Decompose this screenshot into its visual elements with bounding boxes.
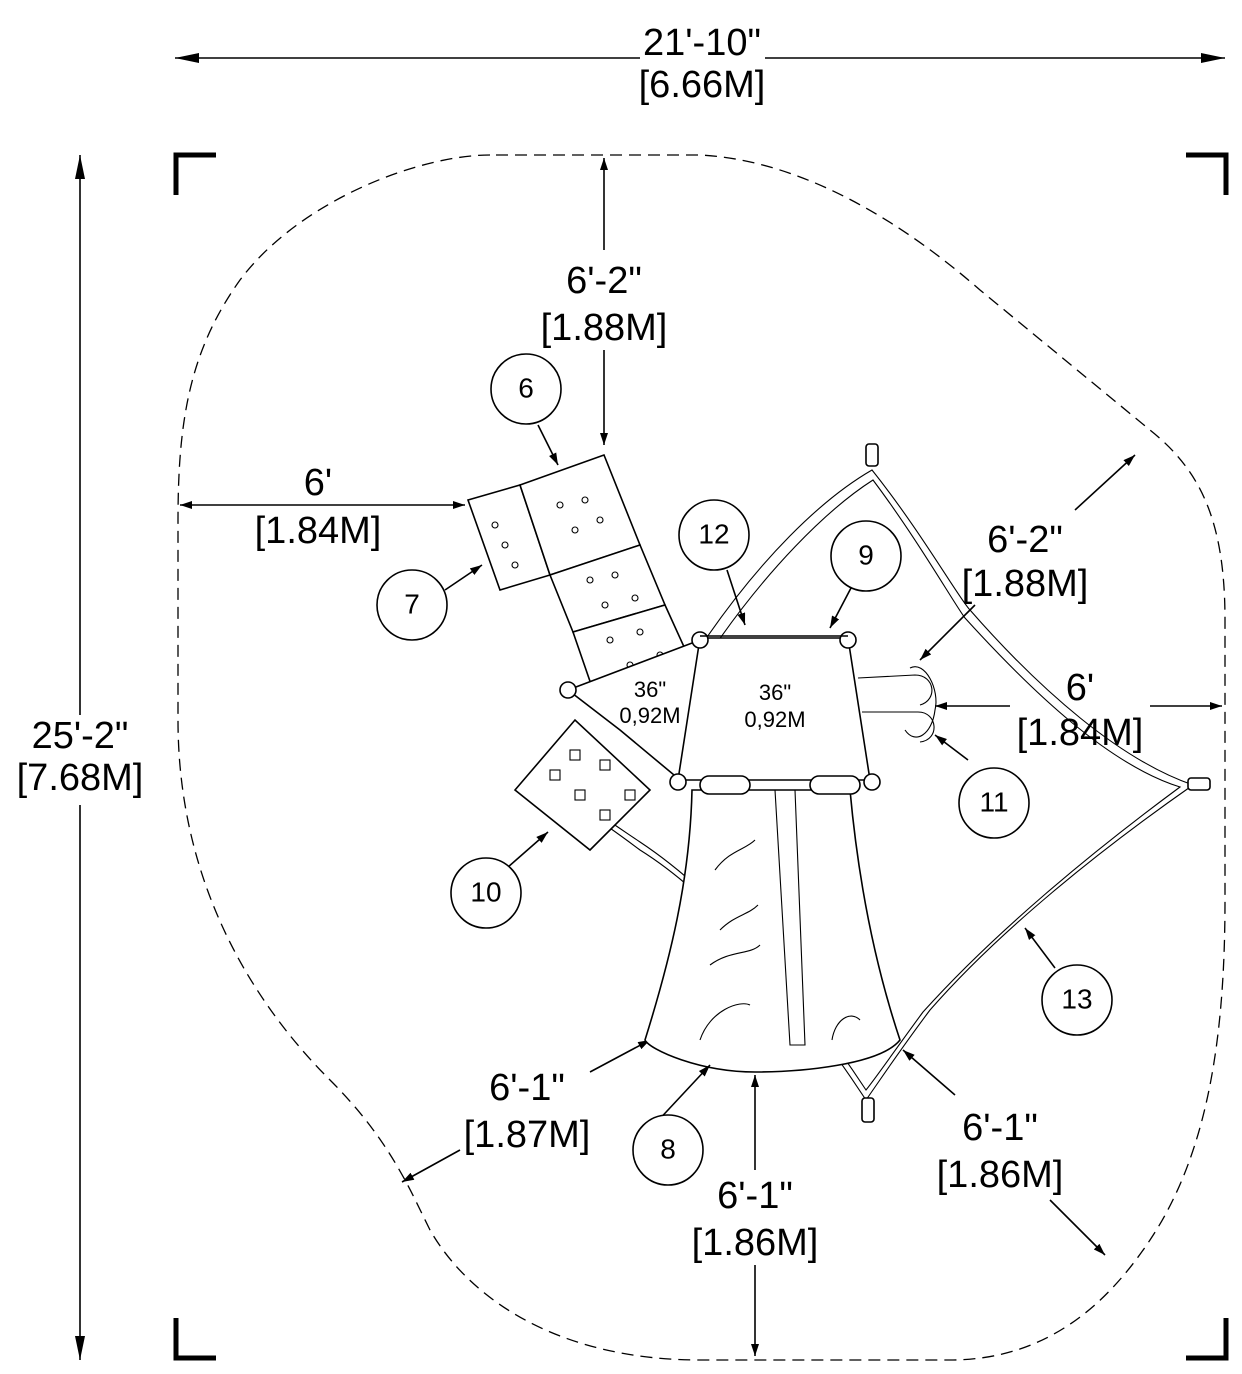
lower-deck-height-metric: 0,92M: [619, 703, 680, 728]
svg-text:7: 7: [404, 588, 420, 619]
top-clearance-imperial: 6'-2": [566, 260, 642, 302]
svg-text:9: 9: [858, 539, 874, 570]
frame-corners: [173, 152, 1229, 1361]
svg-text:10: 10: [470, 876, 501, 907]
svg-text:6: 6: [518, 372, 534, 403]
loop-rails: [857, 666, 937, 743]
overall-width-imperial: 21'-10": [643, 22, 761, 64]
svg-text:13: 13: [1061, 983, 1092, 1014]
overall-width-dimension: 21'-10" [6.66M]: [175, 22, 1225, 106]
upper-right-clearance-imperial: 6'-2": [987, 519, 1063, 561]
upper-right-clearance-metric: [1.88M]: [962, 563, 1089, 605]
callout-tag-7: 7: [376, 569, 448, 641]
upper-deck-height-metric: 0,92M: [744, 707, 805, 732]
lower-left-clearance-imperial: 6'-1": [489, 1067, 565, 1109]
use-zone-boundary: [177, 154, 1226, 1361]
right-clearance-metric: [1.84M]: [1017, 712, 1144, 754]
overall-width-metric: [6.66M]: [639, 64, 766, 106]
left-clearance-metric: [1.84M]: [255, 510, 382, 552]
top-clearance-dimension: 6'-2" [1.88M]: [541, 158, 668, 445]
bottom-clearance-metric: [1.86M]: [692, 1222, 819, 1264]
bottom-clearance-imperial: 6'-1": [717, 1175, 793, 1217]
slide-body: [644, 789, 901, 1073]
climber-panels: [466, 453, 692, 691]
lower-left-clearance-metric: [1.87M]: [464, 1114, 591, 1156]
net-anchor-top: [865, 443, 879, 467]
callout-tag-13: 13: [1041, 964, 1113, 1036]
svg-text:12: 12: [698, 518, 729, 549]
callout-tag-9: 9: [830, 520, 902, 592]
svg-text:11: 11: [979, 786, 1008, 817]
overall-depth-metric: [7.68M]: [17, 757, 144, 799]
overall-depth-imperial: 25'-2": [32, 715, 129, 757]
callout-tag-11: 11: [958, 767, 1030, 839]
grid-climber-panel: [513, 718, 652, 852]
right-clearance-imperial: 6': [1066, 667, 1094, 709]
net-anchor-bottom: [861, 1097, 875, 1123]
overall-depth-dimension: 25'-2" [7.68M]: [17, 155, 144, 1360]
callout-tag-6: 6: [490, 353, 562, 425]
slide: [644, 775, 901, 1073]
lower-deck: 36" 0,92M: [566, 638, 701, 782]
grid-climber: [513, 718, 652, 852]
lower-left-clearance-dimension: 6'-1" [1.87M]: [401, 1039, 651, 1183]
callout-tag-10: 10: [450, 857, 522, 929]
callout-tag-8: 8: [632, 1114, 704, 1186]
lower-right-clearance-imperial: 6'-1": [962, 1107, 1038, 1149]
right-clearance-dimension: 6' [1.84M]: [935, 667, 1222, 754]
net-anchor-right: [1187, 777, 1211, 791]
left-clearance-dimension: 6' [1.84M]: [180, 462, 465, 552]
top-clearance-metric: [1.88M]: [541, 307, 668, 349]
upper-deck-height-imperial: 36": [759, 680, 791, 705]
upper-deck: 36" 0,92M: [559, 631, 881, 791]
lower-right-clearance-metric: [1.86M]: [937, 1154, 1064, 1196]
left-clearance-imperial: 6': [304, 462, 332, 504]
upper-right-clearance-dimension: 6'-2" [1.88M]: [919, 454, 1136, 661]
lower-deck-height-imperial: 36": [634, 677, 666, 702]
lower-right-clearance-dimension: 6'-1" [1.86M]: [902, 1049, 1106, 1256]
bottom-clearance-dimension: 6'-1" [1.86M]: [692, 1075, 819, 1356]
callout-tag-12: 12: [678, 499, 750, 571]
svg-text:8: 8: [660, 1133, 676, 1164]
